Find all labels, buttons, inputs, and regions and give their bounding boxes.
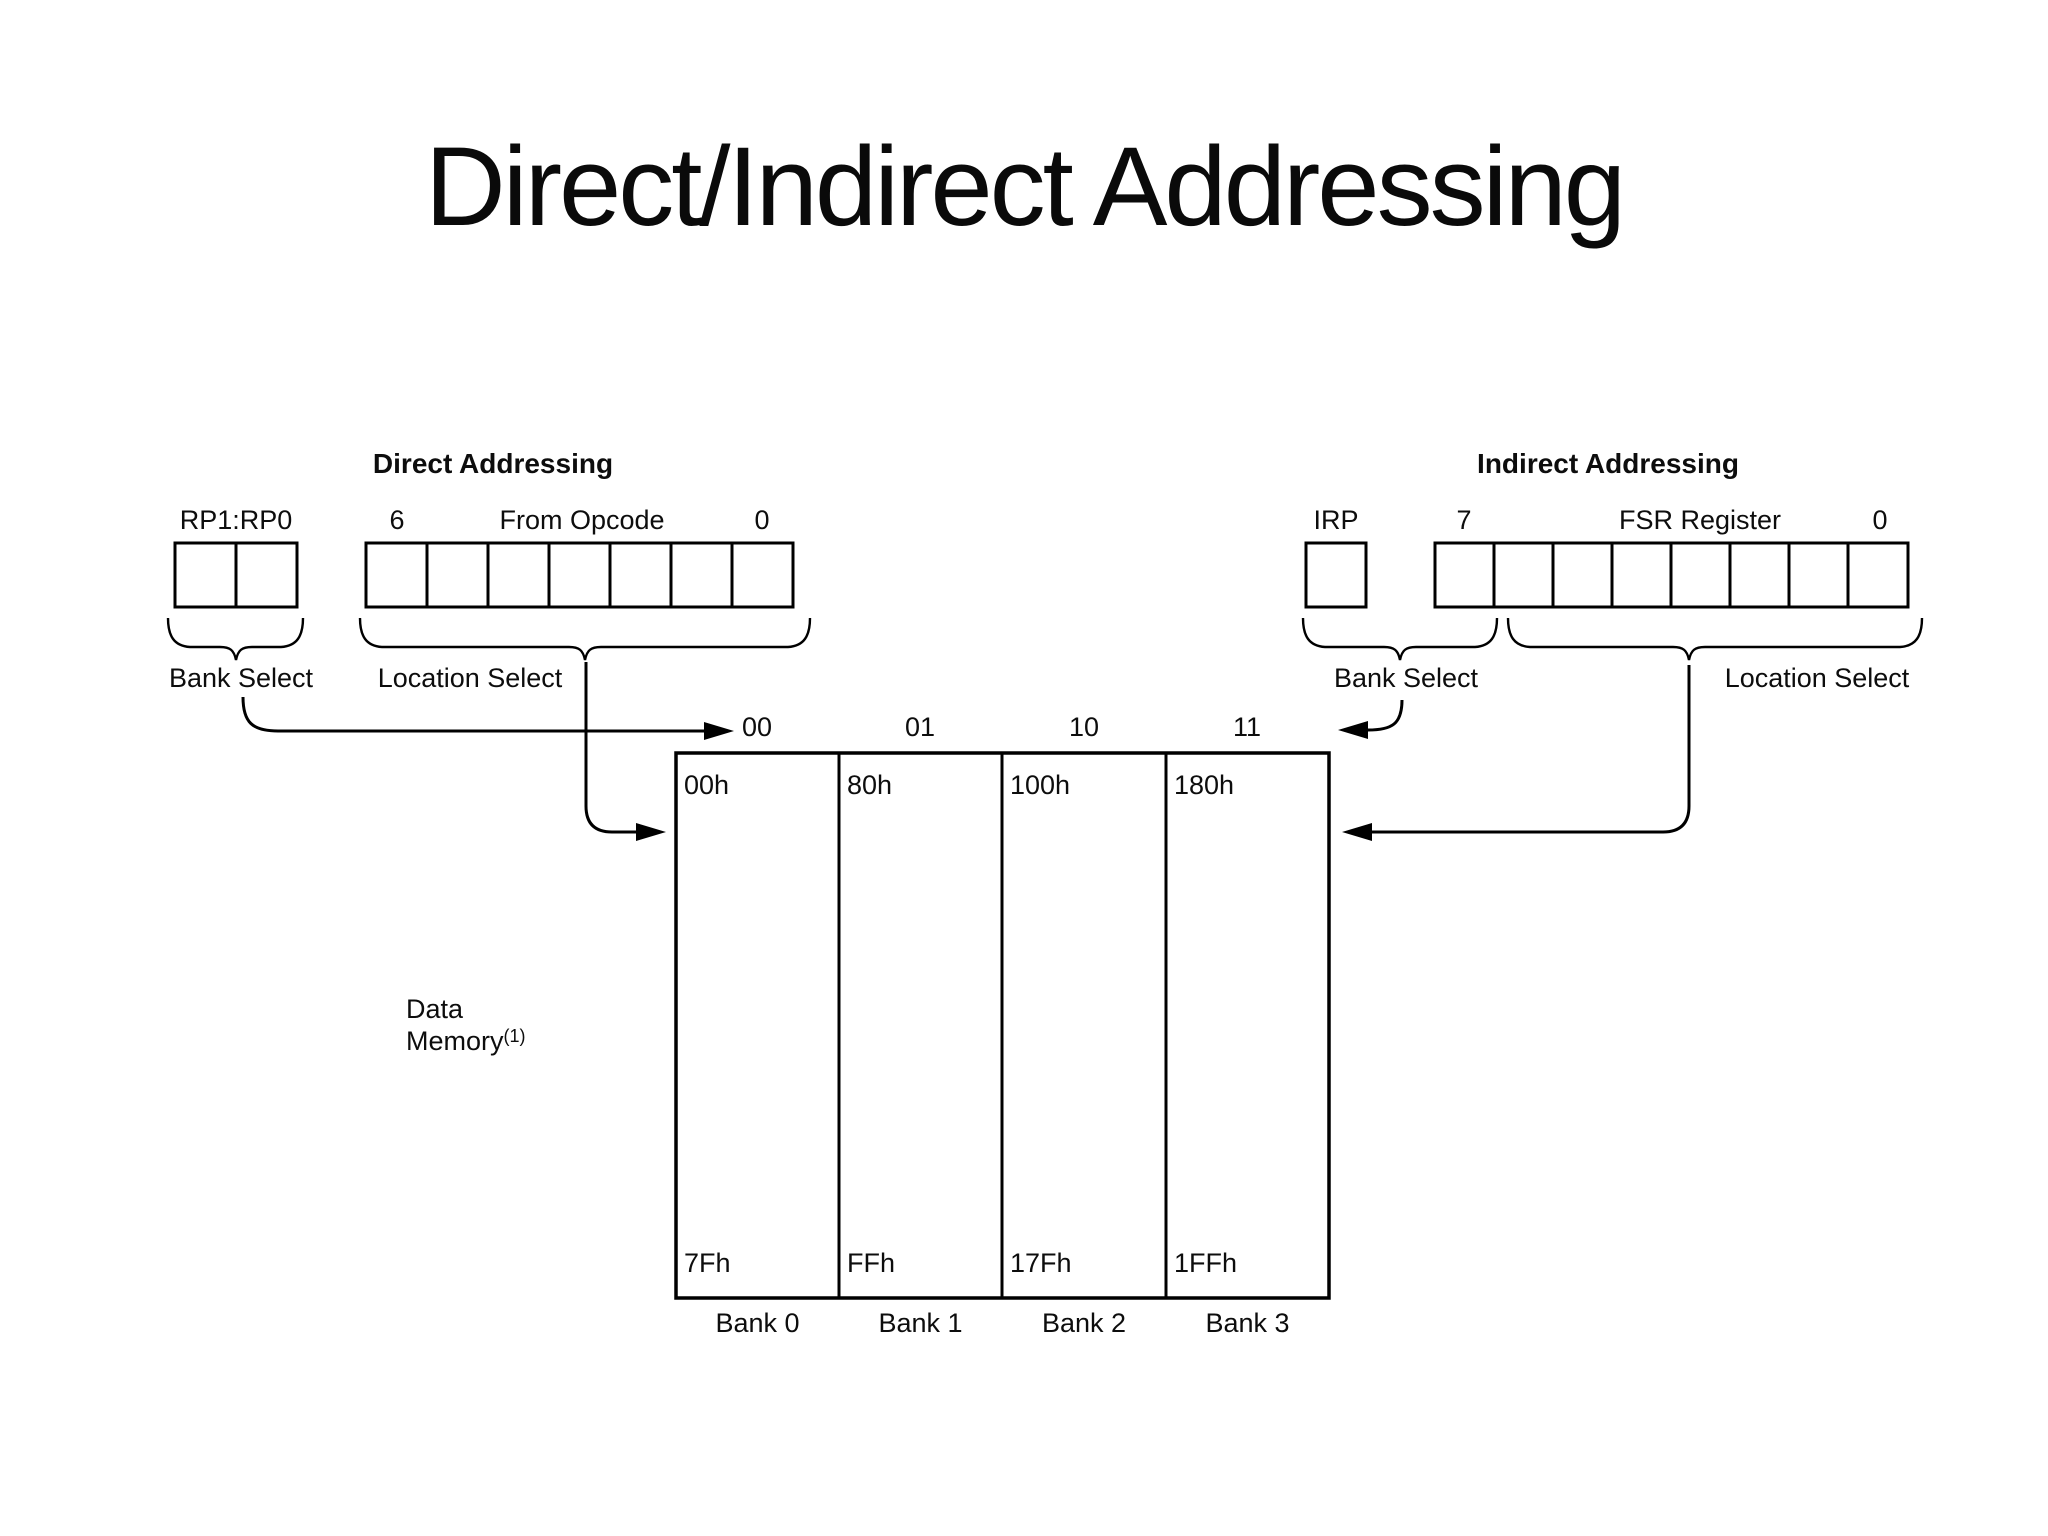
indirect-location-select-label: Location Select xyxy=(1724,663,1910,693)
indirect-bit0-label: 0 xyxy=(1872,505,1888,535)
indirect-location-select-arrowhead xyxy=(1342,823,1372,841)
bank-code-11: 11 xyxy=(1232,712,1262,742)
bank-code-10: 10 xyxy=(1068,712,1100,742)
irp-label: IRP xyxy=(1313,505,1359,535)
indirect-location-select-brace xyxy=(1506,617,1924,661)
direct-location-select-brace xyxy=(358,617,812,661)
bank1-end-address: FFh xyxy=(847,1248,896,1278)
indirect-bank-select-arrow-line xyxy=(1367,699,1404,732)
page-title: Direct/Indirect Addressing xyxy=(424,124,1626,249)
bank-code-01: 01 xyxy=(904,712,936,742)
indirect-location-select-arrow-line xyxy=(1368,665,1691,834)
direct-location-select-arrow-line xyxy=(584,662,640,834)
direct-location-select-arrowhead xyxy=(636,823,666,841)
from-opcode-label: From Opcode xyxy=(499,505,665,535)
fsr-register-label: FSR Register xyxy=(1618,505,1782,535)
indirect-bank-select-arrowhead xyxy=(1338,721,1368,739)
direct-location-select-label: Location Select xyxy=(377,663,563,693)
direct-bit0-label: 0 xyxy=(754,505,770,535)
rp-register-box xyxy=(173,541,299,609)
bank1-start-address: 80h xyxy=(847,770,893,800)
direct-bank-select-arrowhead xyxy=(704,722,734,740)
data-memory-label-line1: Data xyxy=(406,994,464,1024)
irp-register-box xyxy=(1304,541,1368,609)
bank2-name: Bank 2 xyxy=(1041,1308,1127,1338)
data-memory-word: Memory xyxy=(406,1026,504,1056)
bank2-end-address: 17Fh xyxy=(1010,1248,1072,1278)
direct-bit6-label: 6 xyxy=(389,505,405,535)
data-memory-label-line2: Memory(1) xyxy=(406,1026,526,1057)
bank3-name: Bank 3 xyxy=(1205,1308,1290,1338)
direct-addressing-heading: Direct Addressing xyxy=(372,448,614,479)
bank0-end-address: 7Fh xyxy=(684,1248,731,1278)
rp1-rp0-label: RP1:RP0 xyxy=(179,505,293,535)
opcode-register-box xyxy=(364,541,795,609)
indirect-bank-select-label: Bank Select xyxy=(1333,663,1479,693)
indirect-addressing-heading: Indirect Addressing xyxy=(1477,448,1739,479)
bank2-start-address: 100h xyxy=(1010,770,1071,800)
bank1-name: Bank 1 xyxy=(878,1308,963,1338)
indirect-bank-select-brace xyxy=(1301,617,1499,661)
bank-code-00: 00 xyxy=(741,712,773,742)
indirect-bit7-label: 7 xyxy=(1456,505,1472,535)
bank3-end-address: 1FFh xyxy=(1174,1248,1238,1278)
direct-bank-select-arrow-line xyxy=(241,696,706,733)
bank0-name: Bank 0 xyxy=(715,1308,800,1338)
data-memory-box xyxy=(674,751,1331,1300)
bank3-start-address: 180h xyxy=(1174,770,1235,800)
fsr-register-box xyxy=(1433,541,1910,609)
bank0-start-address: 00h xyxy=(684,770,730,800)
direct-bank-select-brace xyxy=(166,617,305,661)
data-memory-footnote-ref: (1) xyxy=(503,1026,526,1046)
direct-bank-select-label: Bank Select xyxy=(168,663,314,693)
